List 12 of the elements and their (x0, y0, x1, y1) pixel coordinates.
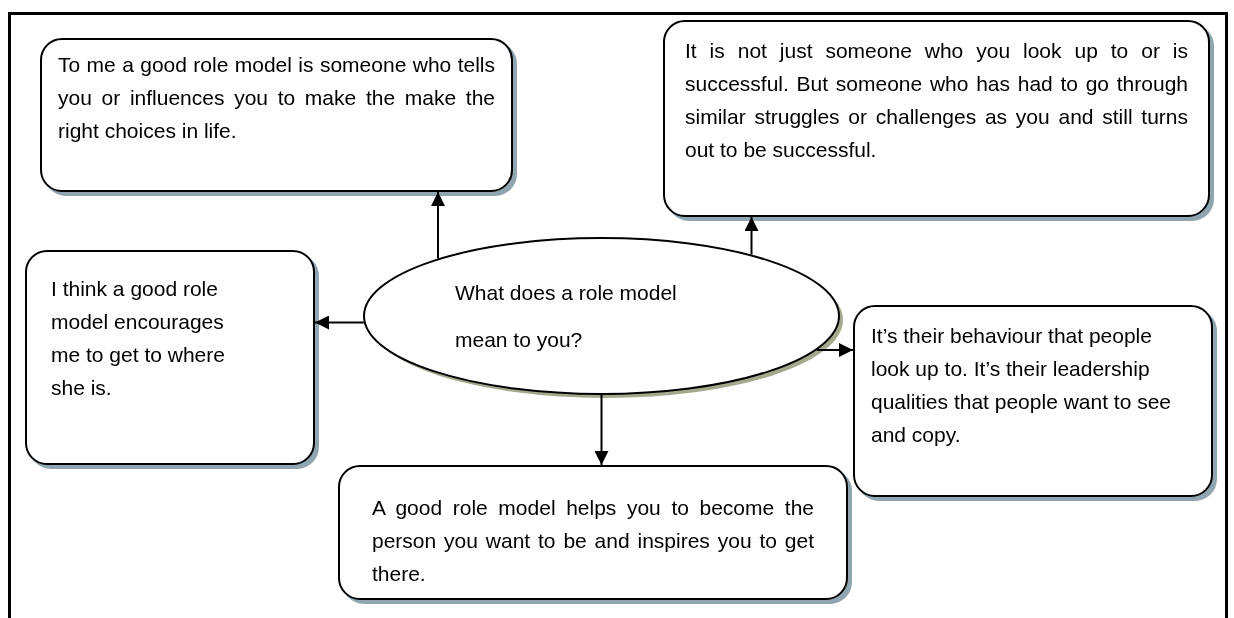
answer-text: It is not just someone who you look up to or is successful. But someone who has had to go through similar struggles or challenges as you and still turns out to be successful. (685, 38, 1188, 163)
arrow (815, 343, 854, 357)
question-text: What does a role model mean to you? (455, 280, 678, 353)
answer-text: To me a good role model is someone who tells you or influences you to make the make the right choices in life. (58, 52, 495, 144)
arrow (431, 191, 445, 260)
arrow (314, 315, 365, 330)
arrow (744, 216, 759, 256)
answer-text: It’s their behaviour that people look up to. It’s their leadership qualities that people want to see and copy. (871, 323, 1173, 448)
answer-text: I think a good role model encourages me to get to where she is. (51, 276, 226, 401)
question-ellipse (363, 237, 840, 395)
answer-text: A good role model helps you to become the person you want to be and inspires you to get there. (372, 495, 814, 587)
arrow (594, 394, 609, 466)
